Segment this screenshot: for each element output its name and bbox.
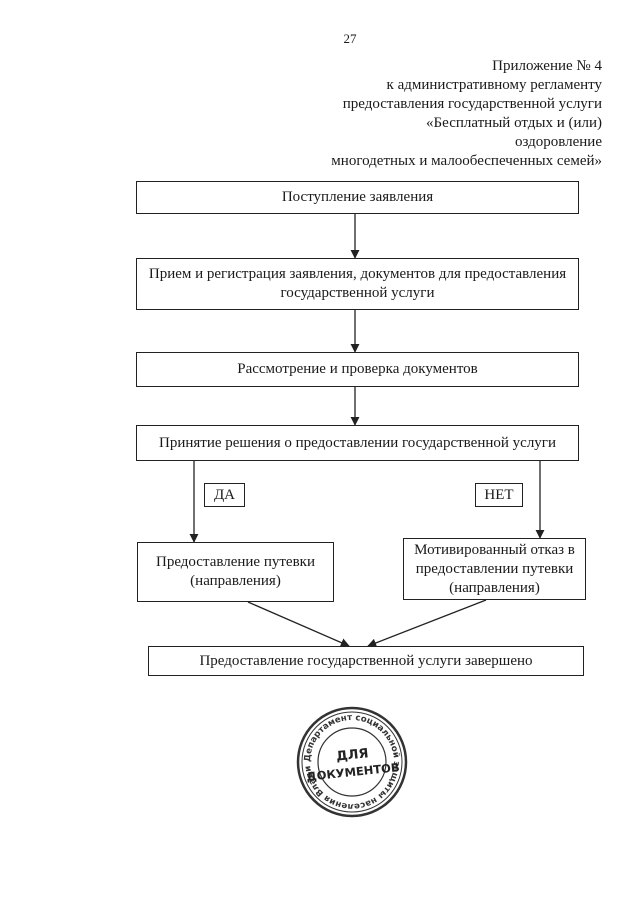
step-document-review-text: Рассмотрение и проверка документов xyxy=(237,361,478,377)
header-line-5: оздоровление xyxy=(514,134,602,150)
branch-yes-label: ДА xyxy=(204,483,245,507)
header-line-6: многодетных и малообеспеченных семей» xyxy=(331,153,602,169)
step-application-received-text: Поступление заявления xyxy=(281,189,434,205)
step-service-completed: Предоставление государственной услуги за… xyxy=(148,646,584,676)
step-application-received: Поступление заявления xyxy=(136,181,579,214)
result-reasoned-refusal-text: Мотивированный отказ в предоставлении пу… xyxy=(414,541,575,596)
branch-yes-text: ДА xyxy=(213,486,236,503)
arrow-no-to-final xyxy=(367,599,487,648)
result-voucher-granted: Предоставление путевки (направления) xyxy=(137,542,334,602)
step-document-review: Рассмотрение и проверка документов xyxy=(136,352,579,387)
step-decision: Принятие решения о предоставлении госуда… xyxy=(136,425,579,461)
result-voucher-granted-text: Предоставление путевки (направления) xyxy=(156,554,315,589)
page-number: 27 xyxy=(343,31,357,46)
stamp-center-line-2: ДОКУМЕНТОВ xyxy=(306,760,401,784)
stamp-center-line-1: ДЛЯ xyxy=(335,746,369,764)
header-line-4: «Бесплатный отдых и (или) xyxy=(426,115,602,131)
branch-no-label: НЕТ xyxy=(475,483,523,507)
step-registration: Прием и регистрация заявления, документо… xyxy=(136,258,579,310)
result-reasoned-refusal: Мотивированный отказ в предоставлении пу… xyxy=(403,538,586,600)
official-stamp: Департамент социальной защиты населения … xyxy=(290,696,410,820)
branch-no-text: НЕТ xyxy=(484,486,514,503)
step-registration-text: Прием и регистрация заявления, документо… xyxy=(148,266,567,301)
header-line-3: предоставления государственной услуги xyxy=(342,96,602,112)
step-service-completed-text: Предоставление государственной услуги за… xyxy=(199,652,533,669)
header-line-2: к административному регламенту xyxy=(386,77,602,93)
arrow-yes-to-final xyxy=(247,601,350,647)
step-decision-text: Принятие решения о предоставлении госуда… xyxy=(159,434,556,451)
header-line-1: Приложение № 4 xyxy=(492,58,602,74)
